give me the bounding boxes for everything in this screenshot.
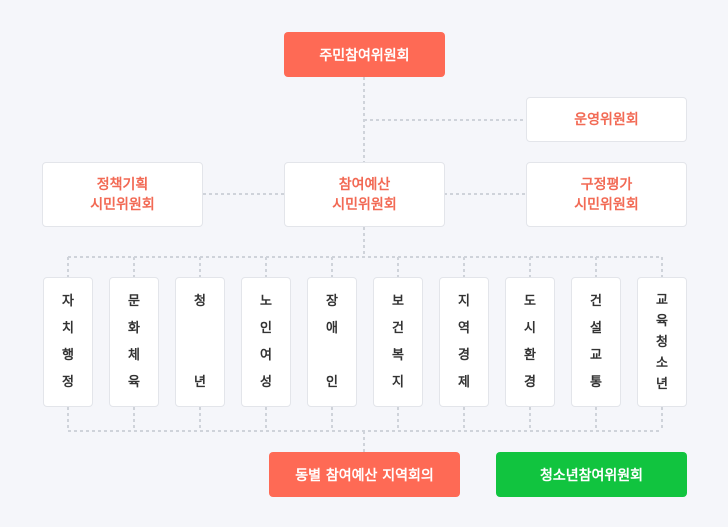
subcommittee-char: 경 <box>458 348 470 363</box>
subcommittee-char: 역 <box>458 321 470 336</box>
participatory-budget-committee-box: 참여예산 시민위원회 <box>284 162 445 227</box>
subcommittee-disabled: 장 애 인 <box>307 277 357 407</box>
subcommittee-char: 제 <box>458 375 470 390</box>
subcommittee-char: 교 <box>590 348 602 363</box>
subcommittee-char: 성 <box>260 375 272 390</box>
subcommittee-char: 경 <box>524 375 536 390</box>
subcommittee-char: 환 <box>524 348 536 363</box>
policy-planning-committee-box: 정책기획 시민위원회 <box>42 162 203 227</box>
subcommittee-char: 노 <box>260 294 272 309</box>
subcommittee-char: 체 <box>128 348 140 363</box>
subcommittee-char: 애 <box>326 321 338 336</box>
subcommittee-urban-environment: 도 시 환 경 <box>505 277 555 407</box>
subcommittee-char: 년 <box>194 375 206 390</box>
subcommittee-char: 년 <box>656 377 668 392</box>
subcommittee-char: 자 <box>62 294 74 309</box>
subcommittee-char: 청 <box>656 335 668 350</box>
subcommittee-char: 행 <box>62 348 74 363</box>
district-evaluation-committee-box: 구정평가 시민위원회 <box>526 162 687 227</box>
subcommittee-self-governance: 자 치 행 정 <box>43 277 93 407</box>
subcommittee-char: 육 <box>128 375 140 390</box>
subcommittee-construction-transport: 건 설 교 통 <box>571 277 621 407</box>
subcommittee-elderly-women: 노 인 여 성 <box>241 277 291 407</box>
subcommittee-char: 시 <box>524 321 536 336</box>
subcommittee-char: 도 <box>524 294 536 309</box>
subcommittee-char: 소 <box>656 356 668 371</box>
subcommittee-char: 건 <box>392 321 404 336</box>
subcommittee-char: 청 <box>194 294 206 309</box>
subcommittee-char: 인 <box>260 321 272 336</box>
subcommittee-char: 장 <box>326 294 338 309</box>
subcommittee-char: 인 <box>326 375 338 390</box>
subcommittee-char: 건 <box>590 294 602 309</box>
subcommittee-char: 지 <box>458 294 470 309</box>
subcommittee-char: 화 <box>128 321 140 336</box>
subcommittee-char: 통 <box>590 375 602 390</box>
subcommittee-char: 지 <box>392 375 404 390</box>
subcommittee-char: 치 <box>62 321 74 336</box>
subcommittee-char: 교 <box>656 293 668 308</box>
subcommittee-youth: 청 년 <box>175 277 225 407</box>
subcommittee-char: 여 <box>260 348 272 363</box>
subcommittee-culture-sports: 문 화 체 육 <box>109 277 159 407</box>
regional-budget-meeting-box: 동별 참여예산 지역회의 <box>269 452 460 497</box>
subcommittee-char: 설 <box>590 321 602 336</box>
subcommittee-local-economy: 지 역 경 제 <box>439 277 489 407</box>
subcommittee-char: 육 <box>656 314 668 329</box>
subcommittee-char: 복 <box>392 348 404 363</box>
operating-committee-box: 운영위원회 <box>526 97 687 142</box>
subcommittee-education-youth: 교 육 청 소 년 <box>637 277 687 407</box>
subcommittee-health-welfare: 보 건 복 지 <box>373 277 423 407</box>
resident-participation-committee-box: 주민참여위원회 <box>284 32 445 77</box>
subcommittee-char: 정 <box>62 375 74 390</box>
subcommittee-char: 문 <box>128 294 140 309</box>
subcommittee-char: 보 <box>392 294 404 309</box>
youth-participation-committee-box: 청소년참여위원회 <box>496 452 687 497</box>
